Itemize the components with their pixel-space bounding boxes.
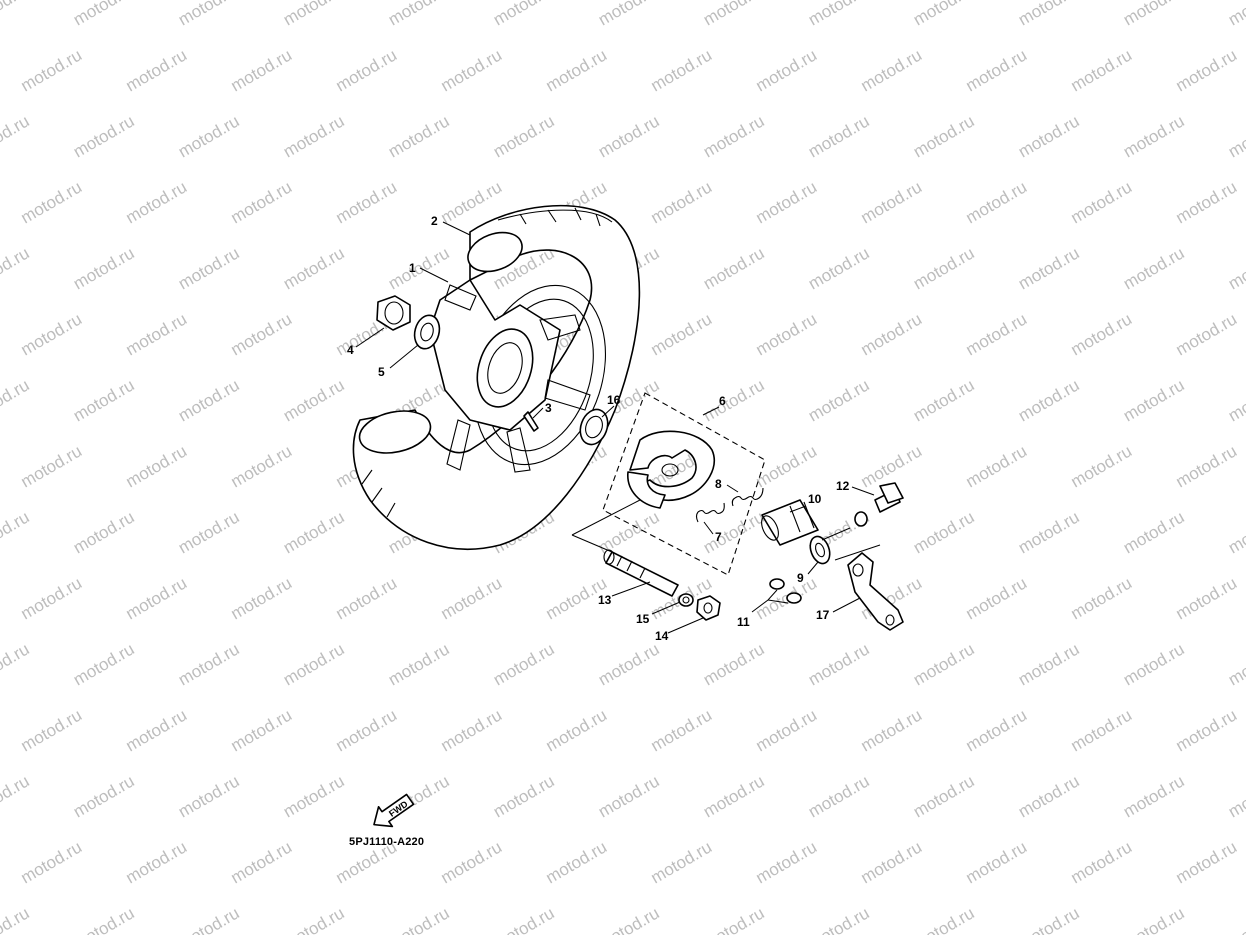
- callout-11: 11: [737, 615, 750, 629]
- brake-shoes: [627, 430, 715, 509]
- callout-4: 4: [347, 343, 354, 357]
- spring-upper: [731, 487, 764, 507]
- wheel-assembly: [352, 204, 641, 550]
- callout-3: 3: [545, 401, 552, 415]
- brake-arm-bolt: [854, 482, 904, 527]
- axle-nut: [376, 295, 411, 331]
- leader-lines: [355, 221, 881, 634]
- axle-nut-small: [696, 595, 721, 621]
- callout-17: 17: [816, 608, 830, 622]
- rear-axle: [603, 549, 679, 597]
- oil-seal: [579, 408, 609, 446]
- callout-15: 15: [636, 612, 650, 626]
- callout-labels: 1 2 3 4 5 6 7 8 9 10 11 12 13 14 15 16 1…: [347, 214, 850, 643]
- callout-16: 16: [607, 393, 621, 407]
- camshaft-washer: [809, 535, 831, 565]
- spring-lower: [695, 502, 725, 523]
- callout-8: 8: [715, 477, 722, 491]
- tire: [352, 204, 641, 550]
- callout-10: 10: [808, 492, 822, 506]
- brake-arm: [847, 552, 904, 631]
- axle-washer: [413, 314, 441, 350]
- brake-camshaft: [761, 499, 819, 546]
- callout-7: 7: [715, 530, 722, 544]
- callout-12: 12: [836, 479, 850, 493]
- callout-5: 5: [378, 365, 385, 379]
- callout-13: 13: [598, 593, 612, 607]
- brake-shoe-kit-box: [602, 392, 766, 576]
- callout-1: 1: [409, 261, 416, 275]
- axle-washer-small: [678, 593, 694, 607]
- o-rings: [769, 578, 802, 604]
- callout-14: 14: [655, 629, 669, 643]
- callout-9: 9: [797, 571, 804, 585]
- fwd-arrow-icon: FWD: [373, 793, 415, 828]
- callout-2: 2: [431, 214, 438, 228]
- reference-code: 5PJ1110-A220: [349, 836, 425, 848]
- callout-6: 6: [719, 394, 726, 408]
